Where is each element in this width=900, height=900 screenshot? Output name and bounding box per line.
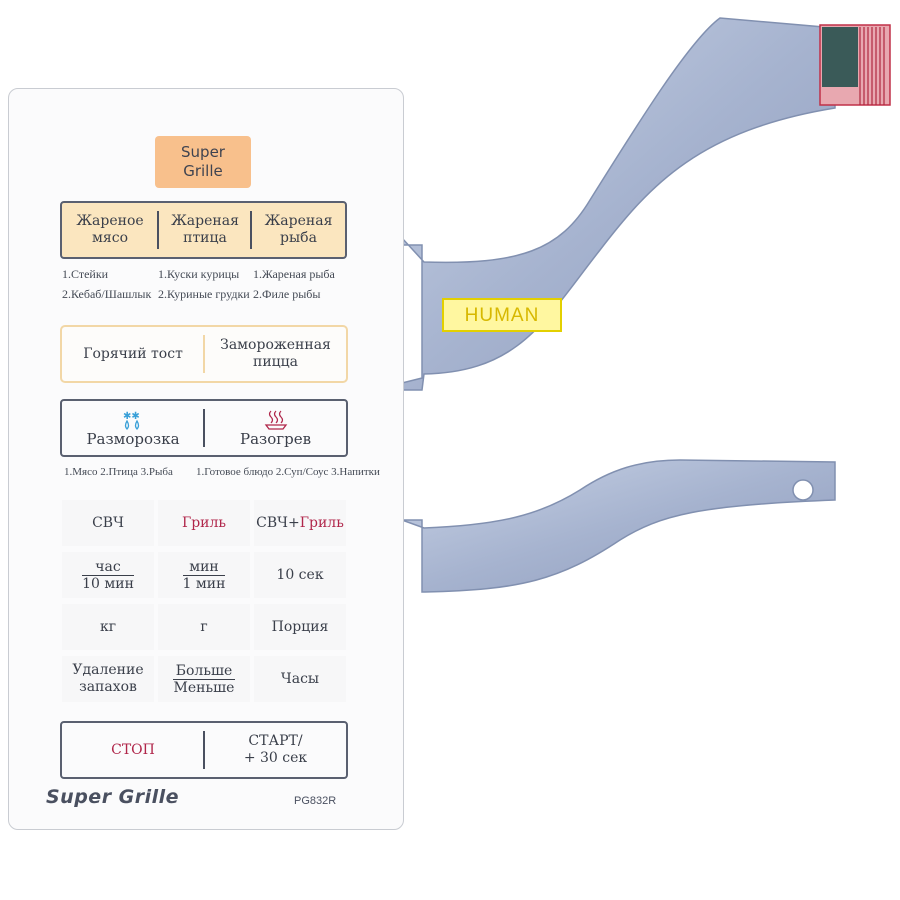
hour-label: час [82, 559, 134, 576]
sticker-text: HUMAN [464, 305, 540, 326]
1min-label: 1 мин [182, 575, 226, 592]
super-grille-button[interactable]: Super Grille [155, 136, 251, 188]
stop-start-group: СТОП СТАРТ/ + 30 сек [60, 721, 348, 779]
10min-label: 10 мин [82, 575, 134, 592]
svg-text:✱✱: ✱✱ [123, 411, 140, 422]
roast-poultry-line1: Жареная [171, 213, 239, 229]
roast-fish-sub-1: 1.Жареная рыба [253, 267, 335, 281]
deodorize-line1: Удаление [72, 662, 144, 678]
roast-poultry-line2: птица [183, 230, 227, 246]
roast-meat-sub-2: 2.Кебаб/Шашлык [62, 287, 152, 301]
roast-fish-line2: рыба [280, 230, 317, 246]
microwave-label: СВЧ [92, 514, 124, 531]
defrost-button[interactable]: ✱✱ Разморозка [62, 401, 204, 455]
combo-grill-label: Гриль [299, 514, 344, 531]
toast-pizza-group: Горячий тост Замороженная пицца [60, 325, 348, 383]
combo-micro-label: СВЧ+ [256, 514, 300, 531]
super-grille-line2: Grille [183, 162, 223, 180]
roast-fish-line1: Жареная [264, 213, 333, 229]
portion-label: Порция [271, 618, 329, 635]
brand-logo: Super Grille [46, 786, 180, 808]
roast-poultry-sub-1: 1.Куски курицы [158, 267, 240, 281]
defrost-reheat-group: ✱✱ Разморозка Разогрев [60, 399, 348, 457]
steaming-dish-icon [264, 410, 287, 430]
clock-button[interactable]: Часы [254, 656, 346, 702]
super-grille-line1: Super [181, 143, 225, 161]
stop-button[interactable]: СТОП [62, 723, 204, 777]
defrost-sub: 1.Мясо 2.Птица 3.Рыба [64, 466, 173, 478]
roast-poultry-button[interactable]: Жареная птица [159, 203, 251, 257]
roast-fish-sub-2: 2.Филе рыбы [253, 287, 321, 301]
microwave-button[interactable]: СВЧ [62, 500, 154, 546]
kg-button[interactable]: кг [62, 604, 154, 650]
min-label: мин [182, 559, 226, 576]
roast-meat-sub-1: 1.Стейки [62, 267, 109, 281]
reheat-sub: 1.Готовое блюдо 2.Суп/Соус 3.Напитки [196, 466, 380, 478]
frozen-pizza-line2: пицца [252, 354, 298, 370]
g-label: г [200, 618, 208, 635]
model-number: PG832R [294, 795, 337, 807]
more-less-button[interactable]: Больше Меньше [158, 656, 250, 702]
divider [157, 211, 159, 249]
reheat-label: Разогрев [239, 429, 312, 448]
start-button[interactable]: СТАРТ/ + 30 сек [205, 723, 346, 777]
auto-cook-group: Жареное мясо Жареная птица Жареная рыба [60, 201, 347, 259]
deodorize-button[interactable]: Удаление запахов [62, 656, 154, 702]
control-panel [8, 88, 404, 830]
hot-toast-label: Горячий тост [83, 345, 183, 362]
portion-button[interactable]: Порция [254, 604, 346, 650]
frozen-pizza-line1: Замороженная [220, 337, 331, 353]
hour-10min-button[interactable]: час 10 мин [62, 552, 154, 598]
start-line2: + 30 сек [243, 750, 308, 766]
10sec-button[interactable]: 10 сек [254, 552, 346, 598]
defrost-label: Разморозка [86, 429, 180, 448]
divider [250, 211, 252, 249]
divider [203, 335, 205, 373]
divider [203, 409, 205, 447]
less-label: Меньше [173, 679, 235, 696]
deodorize-line2: запахов [79, 679, 137, 695]
grill-label: Гриль [181, 514, 227, 531]
roast-meat-line2: мясо [92, 230, 128, 246]
reheat-button[interactable]: Разогрев [205, 401, 346, 455]
snowflake-drops-icon: ✱✱ [123, 411, 140, 430]
stop-label: СТОП [111, 741, 155, 758]
combo-button[interactable]: СВЧ+Гриль [254, 500, 346, 546]
roast-poultry-sub-2: 2.Куриные грудки [158, 287, 250, 301]
grill-button[interactable]: Гриль [158, 500, 250, 546]
hot-toast-button[interactable]: Горячий тост [62, 327, 204, 381]
g-button[interactable]: г [158, 604, 250, 650]
start-line1: СТАРТ/ [248, 733, 303, 749]
frozen-pizza-button[interactable]: Замороженная пицца [205, 327, 346, 381]
kg-label: кг [99, 618, 117, 635]
divider [203, 731, 205, 769]
roast-meat-button[interactable]: Жареное мясо [62, 203, 158, 257]
clock-label: Часы [280, 670, 320, 687]
roast-fish-button[interactable]: Жареная рыба [252, 203, 345, 257]
more-label: Больше [172, 663, 236, 680]
ribbon-sticker: HUMAN [442, 298, 562, 332]
min-1min-button[interactable]: мин 1 мин [158, 552, 250, 598]
roast-meat-line1: Жареное [76, 213, 144, 229]
10sec-label: 10 сек [276, 566, 324, 583]
